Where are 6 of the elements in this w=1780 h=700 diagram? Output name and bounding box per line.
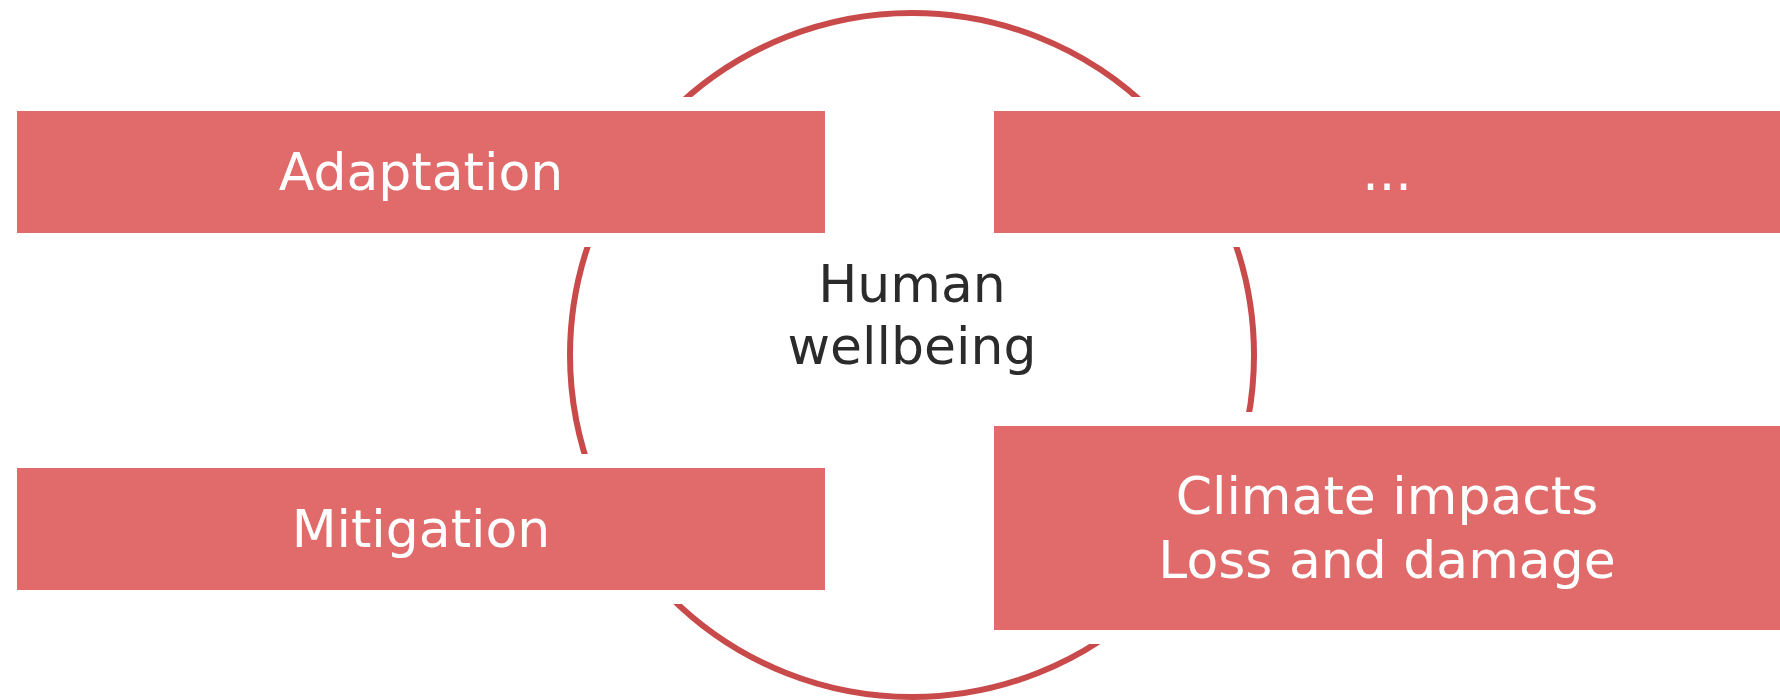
bar-label: Mitigation — [291, 498, 551, 561]
bar-label: Climate impacts — [1175, 465, 1599, 528]
bar-label: Loss and damage — [1158, 529, 1616, 592]
center-label: Human wellbeing — [786, 253, 1038, 377]
ellipsis-text: ... — [1362, 141, 1412, 204]
bar-label: Adaptation — [278, 141, 564, 204]
